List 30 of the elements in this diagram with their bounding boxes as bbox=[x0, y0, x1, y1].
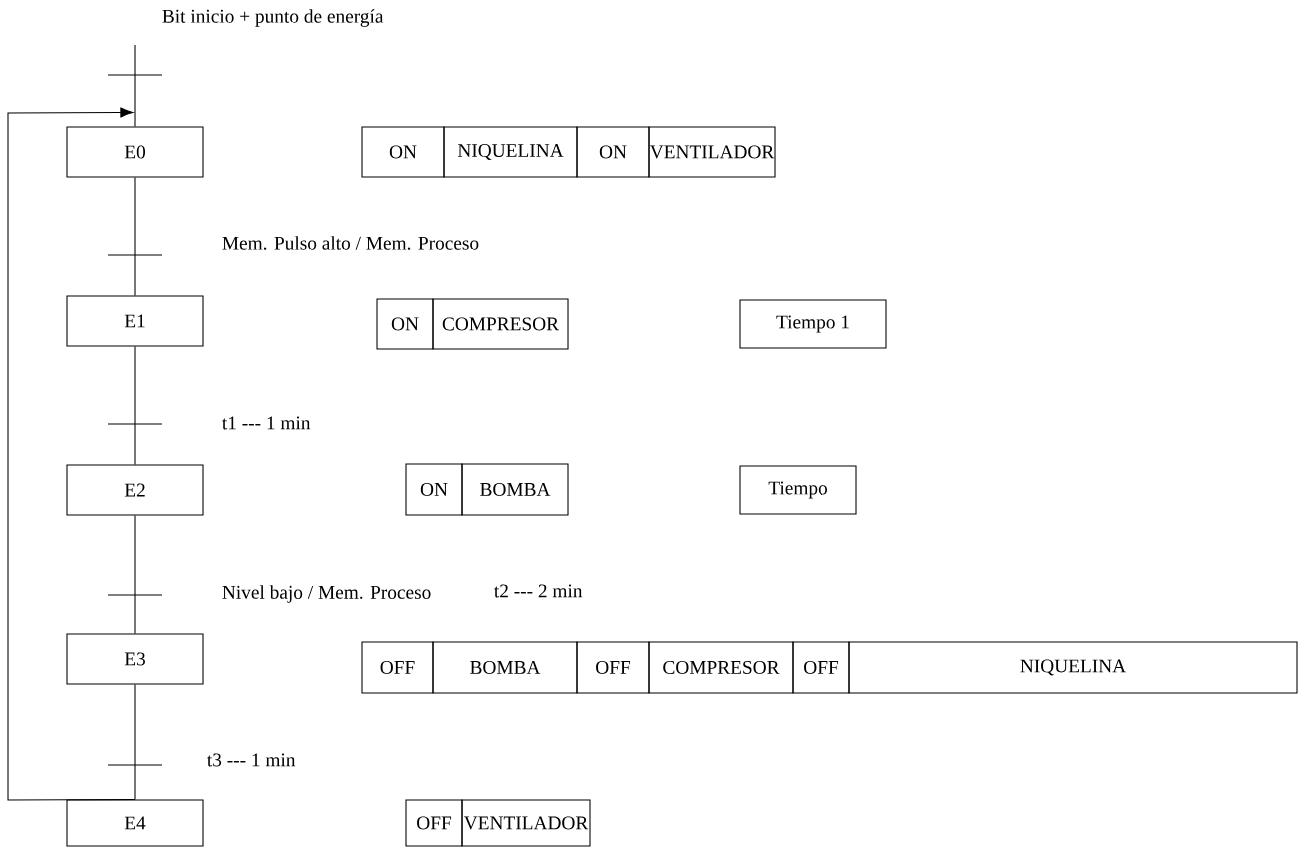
action-cell: ON bbox=[576, 126, 650, 178]
step-box: E2 bbox=[66, 464, 204, 516]
transition-label: Nivel bajo / Mem. Proceso bbox=[222, 585, 431, 603]
action-cell: OFF bbox=[405, 799, 463, 847]
action-cell: Tiempo bbox=[739, 465, 857, 515]
action-cell: OFF bbox=[792, 641, 850, 694]
action-cell: BOMBA bbox=[432, 641, 578, 694]
transition-label: t3 --- 1 min bbox=[207, 753, 296, 767]
action-cell: COMPRESOR bbox=[648, 641, 794, 694]
action-cell: NIQUELINA bbox=[443, 126, 578, 178]
action-cell: ON bbox=[405, 463, 463, 516]
action-cell: ON bbox=[376, 298, 434, 350]
action-cell: OFF bbox=[576, 641, 650, 694]
step-box: E0 bbox=[66, 126, 204, 178]
action-cell: VENTILADOR bbox=[648, 126, 776, 178]
action-cell: OFF bbox=[361, 641, 434, 694]
action-cell: COMPRESOR bbox=[432, 298, 569, 350]
step-box: E3 bbox=[66, 633, 204, 685]
transition-label: t2 --- 2 min bbox=[494, 584, 583, 598]
step-box: E1 bbox=[66, 295, 204, 347]
action-cell: Tiempo 1 bbox=[739, 299, 887, 349]
transition-label: Bit inicio + punto de energía bbox=[162, 9, 384, 27]
step-box: E4 bbox=[66, 799, 204, 847]
action-cell: ON bbox=[361, 126, 445, 178]
action-cell: NIQUELINA bbox=[848, 641, 1298, 694]
arrow bbox=[7, 107, 136, 801]
action-cell: VENTILADOR bbox=[461, 799, 591, 847]
transition-label: t1 --- 1 min bbox=[222, 416, 311, 430]
action-cell: BOMBA bbox=[461, 463, 569, 516]
transition-label: Mem. Pulso alto / Mem. Proceso bbox=[222, 236, 479, 250]
